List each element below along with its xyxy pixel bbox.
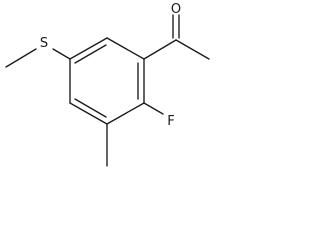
benzene-ring (69, 37, 145, 125)
bond-carbonyl-methyl (175, 39, 210, 60)
ring-bond-c6-c1-inner (74, 44, 107, 64)
methylthio-group: S (5, 36, 71, 68)
ring-bond-c6-c1 (69, 37, 108, 60)
fluoro-group: F (143, 102, 175, 129)
bond-sulfur-methyl (5, 48, 37, 68)
sulfur-atom-label: S (40, 36, 48, 51)
ring-bond-c3-c4 (106, 102, 145, 125)
bond-ring-carbonyl (143, 39, 177, 60)
bond-ring-sulfur (52, 48, 71, 60)
oxygen-atom-label: O (171, 2, 181, 17)
ring-bond-c4-c5 (69, 102, 108, 125)
acetyl-group: O (143, 2, 210, 60)
fluorine-atom-label: F (167, 114, 174, 129)
bond-ring-fluorine (143, 102, 164, 115)
ring-bond-c1-c2 (106, 37, 145, 60)
molecule-structure: O F S (5, 2, 210, 167)
ring-bond-c4-c5-inner (74, 98, 107, 118)
